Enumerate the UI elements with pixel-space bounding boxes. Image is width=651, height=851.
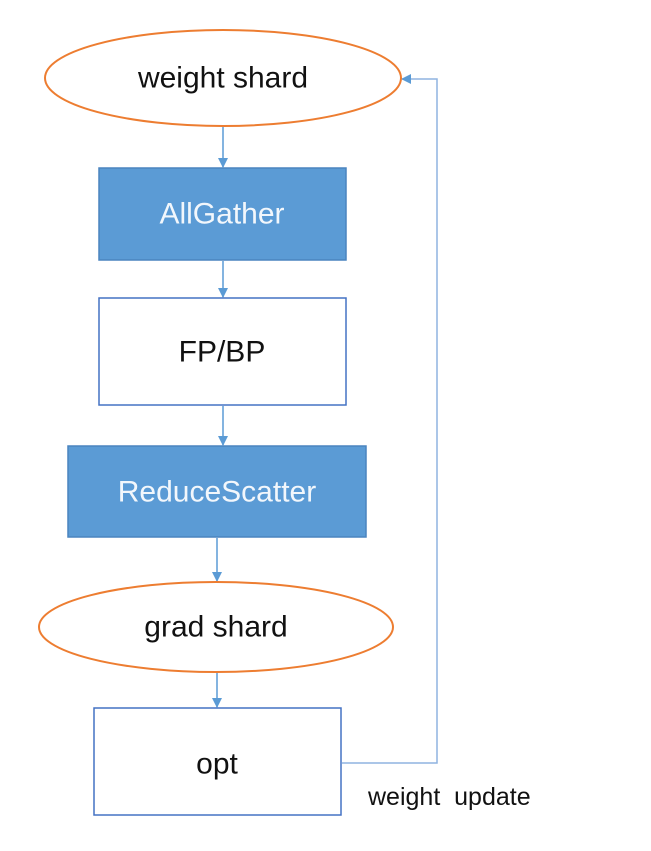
allgather-box bbox=[98, 167, 347, 261]
node-fpbp[interactable]: FP/BP bbox=[98, 297, 347, 406]
weight-shard-label: weight shard bbox=[137, 62, 308, 95]
node-reducescatter[interactable]: ReduceScatter bbox=[67, 445, 367, 538]
reducescatter-box bbox=[67, 445, 367, 538]
opt-label: opt bbox=[196, 748, 238, 781]
node-weight-shard[interactable]: weight shard bbox=[44, 29, 402, 127]
edge-opt-to-weight-shard bbox=[342, 74, 438, 764]
grad-shard-label: grad shard bbox=[144, 611, 287, 644]
grad-shard-ellipse bbox=[38, 581, 394, 673]
reducescatter-label: ReduceScatter bbox=[118, 476, 316, 509]
weight-shard-ellipse bbox=[44, 29, 402, 127]
edges bbox=[212, 74, 438, 764]
fpbp-box bbox=[98, 297, 347, 406]
opt-box bbox=[93, 707, 342, 816]
node-allgather[interactable]: AllGather bbox=[98, 167, 347, 261]
allgather-label: AllGather bbox=[159, 198, 284, 231]
weight-update-edge-label: weight update bbox=[367, 783, 531, 811]
node-grad-shard[interactable]: grad shard bbox=[38, 581, 394, 673]
fpbp-label: FP/BP bbox=[179, 336, 266, 369]
node-opt[interactable]: opt bbox=[93, 707, 342, 816]
